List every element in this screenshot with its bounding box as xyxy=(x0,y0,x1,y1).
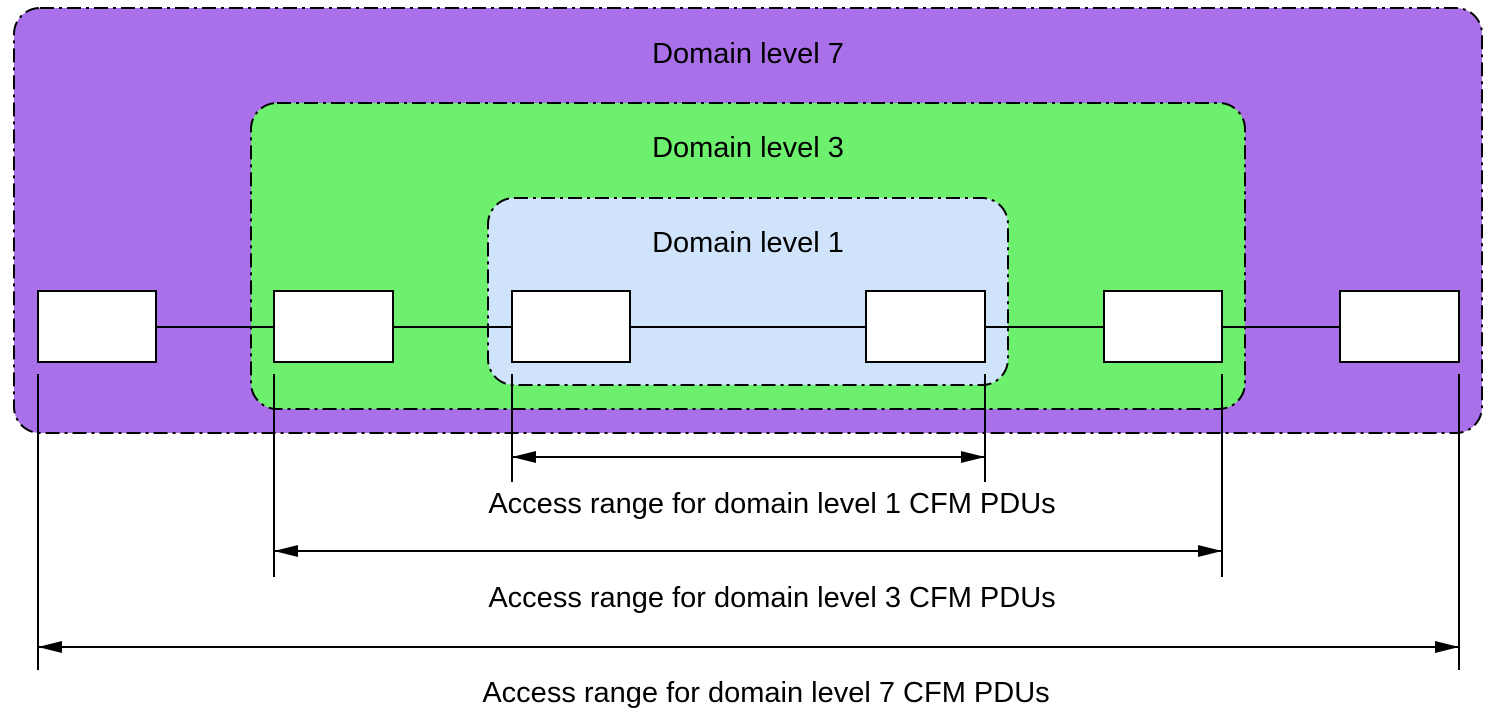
device-box xyxy=(865,290,986,363)
domain-level-3-label: Domain level 3 xyxy=(652,132,844,164)
device-box xyxy=(511,290,631,363)
domain-level-7-label: Domain level 7 xyxy=(652,38,844,70)
device-box xyxy=(1103,290,1223,363)
device-box xyxy=(273,290,394,363)
domain-level-1-label: Domain level 1 xyxy=(652,227,844,259)
range-label-level-3: Access range for domain level 3 CFM PDUs xyxy=(488,582,1055,614)
device-box xyxy=(37,290,157,363)
devices xyxy=(37,290,1460,363)
extension-lines xyxy=(37,374,1460,670)
range-label-level-7: Access range for domain level 7 CFM PDUs xyxy=(482,677,1049,709)
range-label-level-1: Access range for domain level 1 CFM PDUs xyxy=(488,488,1055,520)
device-box xyxy=(1339,290,1460,363)
